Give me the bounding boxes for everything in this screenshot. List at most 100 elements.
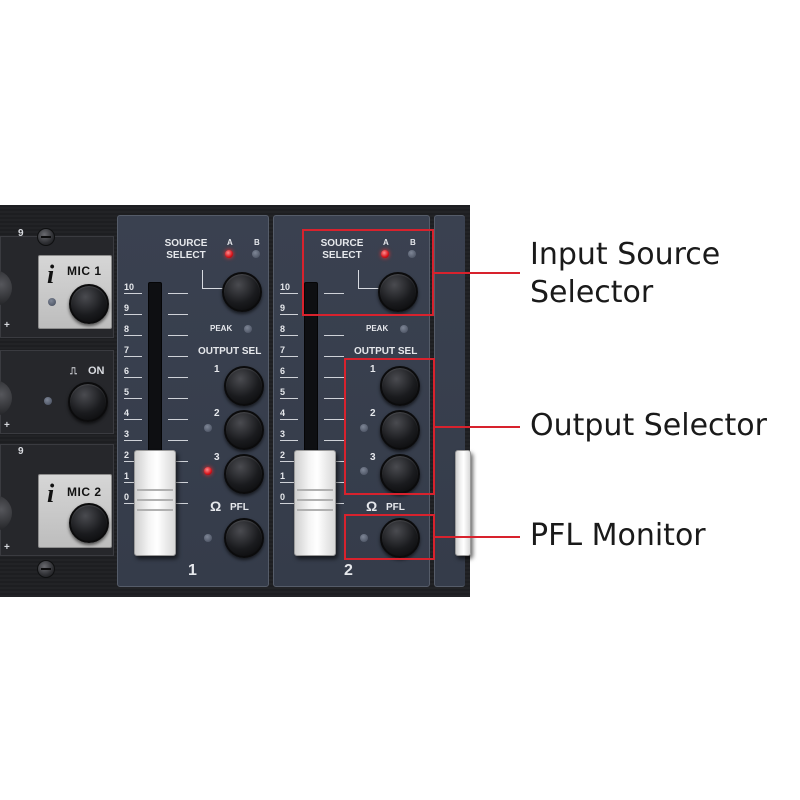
scale-number: 1 bbox=[280, 471, 286, 481]
pfl-label: PFL bbox=[230, 502, 249, 513]
mic1-led bbox=[48, 298, 56, 306]
pfl-label: PFL bbox=[386, 502, 405, 513]
headphones-icon: Ω bbox=[210, 498, 222, 514]
output-3-label: 3 bbox=[370, 452, 376, 463]
output-3-led bbox=[204, 467, 212, 475]
output-selector-title: Output Selector bbox=[530, 408, 767, 443]
scale-tick bbox=[280, 482, 298, 483]
output-selector-highlight bbox=[344, 358, 435, 495]
source-b-label: B bbox=[254, 238, 260, 247]
pfl-led bbox=[204, 534, 212, 542]
scale-number: 2 bbox=[280, 450, 286, 460]
scale-number: 7 bbox=[124, 345, 130, 355]
scale-tick bbox=[124, 293, 142, 294]
scale-tick bbox=[124, 482, 142, 483]
input-source-leader bbox=[434, 272, 520, 274]
scale-tick bbox=[280, 398, 298, 399]
pfl-highlight bbox=[344, 514, 435, 560]
scale-tick bbox=[168, 482, 188, 483]
info-icon: i bbox=[47, 479, 55, 508]
fader-knob-1[interactable] bbox=[134, 450, 176, 556]
output-3-button[interactable] bbox=[380, 454, 420, 494]
headphones-icon: Ω bbox=[366, 498, 378, 514]
source-select-button[interactable] bbox=[222, 272, 262, 312]
pfl-button[interactable] bbox=[224, 518, 264, 558]
scale-tick bbox=[324, 377, 344, 378]
scale-number: 6 bbox=[280, 366, 286, 376]
scale-tick bbox=[124, 461, 142, 462]
source-a-led bbox=[381, 250, 389, 258]
on-led bbox=[44, 397, 52, 405]
scale-tick bbox=[280, 314, 298, 315]
pfl-monitor-title: PFL Monitor bbox=[530, 518, 706, 553]
pfl-led bbox=[360, 534, 368, 542]
output-2-button[interactable] bbox=[224, 410, 264, 450]
output-1-label: 1 bbox=[214, 364, 220, 375]
scale-number: 9 bbox=[124, 303, 130, 313]
scale-tick bbox=[124, 419, 142, 420]
gain-knob-1[interactable] bbox=[0, 270, 12, 306]
pfl-button[interactable] bbox=[380, 518, 420, 558]
output-2-led bbox=[360, 424, 368, 432]
mic1-label: MIC 1 bbox=[67, 264, 102, 278]
output-1-button[interactable] bbox=[224, 366, 264, 406]
pan-plus-mark-3: + bbox=[4, 542, 10, 553]
source-select-button[interactable] bbox=[378, 272, 418, 312]
scale-number: 8 bbox=[280, 324, 286, 334]
scale-tick bbox=[168, 314, 188, 315]
mic2-button[interactable] bbox=[69, 503, 109, 543]
output-1-label: 1 bbox=[370, 364, 376, 375]
gain-knob-2[interactable] bbox=[0, 380, 12, 416]
scale-number: 3 bbox=[280, 429, 286, 439]
mic2-plate: i MIC 2 bbox=[38, 474, 112, 548]
on-button[interactable] bbox=[68, 382, 108, 422]
output-1-button[interactable] bbox=[380, 366, 420, 406]
source-b-label: B bbox=[410, 238, 416, 247]
source-a-label: A bbox=[227, 238, 233, 247]
scale-number: 8 bbox=[124, 324, 130, 334]
scale-tick bbox=[280, 377, 298, 378]
scale-number: 6 bbox=[124, 366, 130, 376]
output-2-label: 2 bbox=[214, 408, 220, 419]
scale-tick bbox=[324, 440, 344, 441]
on-label: ON bbox=[88, 365, 105, 377]
bracket-line bbox=[202, 270, 223, 289]
scale-tick bbox=[280, 419, 298, 420]
scale-number: 2 bbox=[124, 450, 130, 460]
output-2-label: 2 bbox=[370, 408, 376, 419]
scale-tick bbox=[168, 461, 188, 462]
source-select-label: SOURCE SELECT bbox=[164, 238, 208, 261]
screw bbox=[37, 228, 55, 246]
scale-tick bbox=[168, 398, 188, 399]
source-b-led bbox=[252, 250, 260, 258]
output-2-button[interactable] bbox=[380, 410, 420, 450]
scale-tick bbox=[168, 419, 188, 420]
mic1-button[interactable] bbox=[69, 284, 109, 324]
scale-number: 5 bbox=[124, 387, 130, 397]
output-3-button[interactable] bbox=[224, 454, 264, 494]
scale-tick bbox=[168, 335, 188, 336]
output-selector-leader bbox=[435, 426, 520, 428]
scale-number: 1 bbox=[124, 471, 130, 481]
input-source-title-line1: Input Source bbox=[530, 237, 721, 272]
scale-number: 10 bbox=[124, 282, 135, 292]
input-source-highlight bbox=[302, 229, 434, 316]
scale-tick bbox=[124, 440, 142, 441]
scale-tick bbox=[124, 314, 142, 315]
scale-number: 0 bbox=[280, 492, 286, 502]
screw bbox=[37, 560, 55, 578]
peak-led bbox=[244, 325, 252, 333]
fader-knob-3[interactable] bbox=[455, 450, 471, 556]
gain-knob-3[interactable] bbox=[0, 495, 12, 531]
scale-number: 4 bbox=[280, 408, 286, 418]
peak-label: PEAK bbox=[366, 324, 389, 333]
source-b-led bbox=[408, 250, 416, 258]
scale-tick bbox=[280, 461, 298, 462]
fader-knob-2[interactable] bbox=[294, 450, 336, 556]
scale-tick bbox=[324, 398, 344, 399]
scale-tick bbox=[168, 293, 188, 294]
scale-tick bbox=[280, 293, 298, 294]
scale-tick bbox=[280, 440, 298, 441]
scale-tick bbox=[124, 335, 142, 336]
channel-number: 1 bbox=[188, 562, 197, 579]
